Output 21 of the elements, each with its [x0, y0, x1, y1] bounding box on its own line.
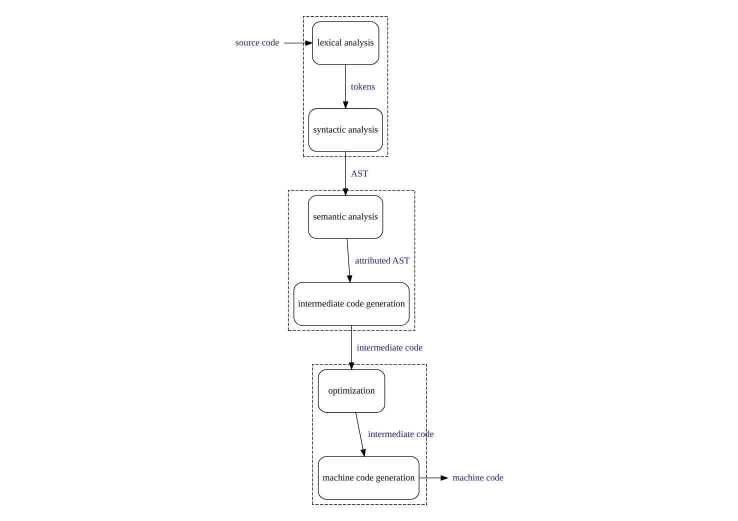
cluster	[287, 190, 415, 331]
node-box: lexical analysis	[312, 21, 379, 65]
arrow	[283, 40, 313, 46]
arrow	[346, 238, 352, 284]
edge-label: attributed AST	[354, 255, 410, 266]
edge-label: tokens	[350, 81, 374, 92]
arrow	[342, 64, 348, 110]
arrow	[342, 151, 348, 196]
edge-label: intermediate code	[356, 342, 422, 352]
node-text: machine code	[452, 472, 504, 482]
node-box: semantic analysis	[308, 195, 383, 239]
arrow	[348, 325, 354, 370]
edge-label: intermediate code	[368, 429, 434, 440]
arrow	[418, 475, 448, 481]
node-box: optimization	[317, 369, 385, 413]
arrow	[354, 412, 366, 458]
node-text: source code	[234, 38, 279, 48]
node-box: syntactic analysis	[308, 108, 382, 152]
node-box: intermediate code generation	[293, 282, 410, 326]
edge-label: AST	[350, 168, 368, 178]
node-box: machine code generation	[317, 456, 419, 500]
